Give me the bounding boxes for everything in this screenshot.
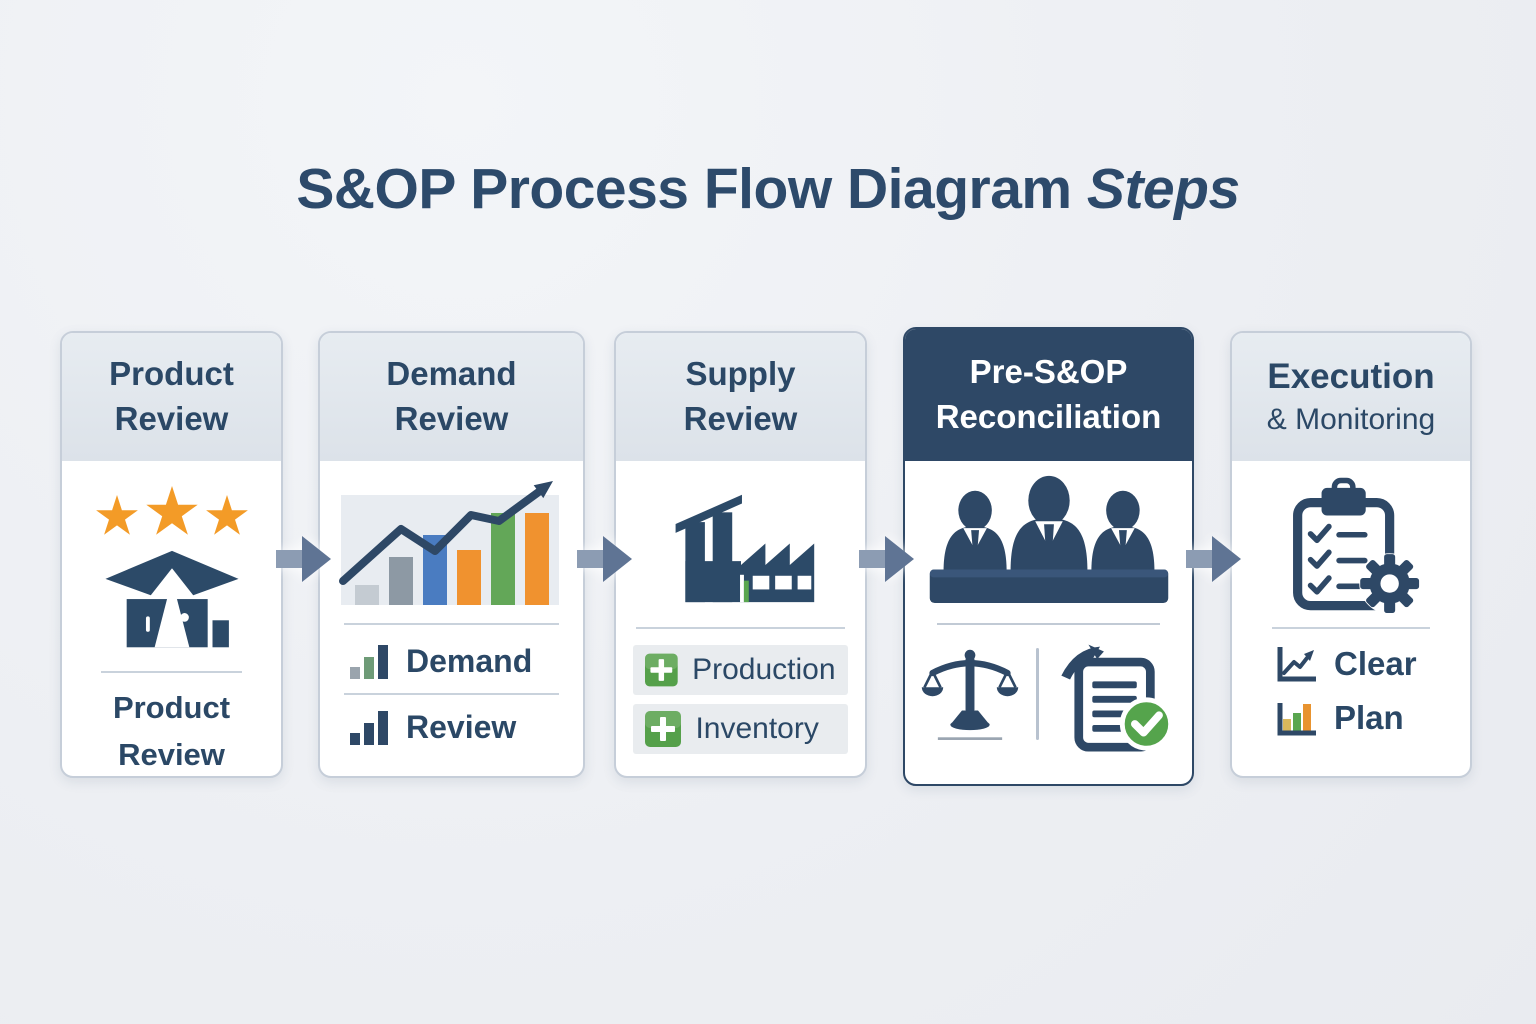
row-label: Review <box>406 708 517 745</box>
flow-arrow-icon <box>577 536 632 582</box>
review-row: Review <box>348 707 516 747</box>
mini-bar-chart-navy-icon <box>350 711 388 745</box>
approved-document-icon <box>1061 644 1174 752</box>
flow-arrow-icon <box>276 536 331 582</box>
three-stars-icon <box>95 486 248 535</box>
header-line: Execution <box>1267 356 1435 396</box>
row-label: Plan <box>1334 699 1404 736</box>
row-label: Inventory <box>695 712 819 745</box>
header-line: & Monitoring <box>1266 403 1436 437</box>
clipboard-gear-icon <box>1293 477 1420 613</box>
green-plus-icon <box>645 711 682 747</box>
card-header: Product Review <box>62 333 281 461</box>
card-body: Demand Review <box>320 461 583 776</box>
row-label: Clear <box>1334 645 1417 682</box>
divider <box>343 693 560 695</box>
card-header: Supply Review <box>616 333 865 461</box>
footer-line: Product <box>112 690 231 725</box>
divider <box>936 623 1161 625</box>
divider <box>1272 627 1430 629</box>
card-body <box>905 461 1192 784</box>
divider <box>343 623 560 625</box>
step-card-execution-monitoring: Execution & Monitoring <box>1230 331 1472 778</box>
plan-row: Plan <box>1274 697 1404 739</box>
step-card-pre-sop-reconciliation: Pre-S&OP Reconciliation <box>903 327 1194 786</box>
flow-arrow-icon <box>859 536 914 582</box>
step-card-demand-review: Demand Review Demand <box>318 331 585 778</box>
card-footer-label: Product Review <box>113 685 230 778</box>
trend-bar-chart-icon <box>338 481 559 605</box>
balance-scales-icon <box>921 649 1019 740</box>
row-label: Production <box>692 653 836 686</box>
page-title: S&OP Process Flow Diagram Steps <box>0 156 1536 222</box>
factory-icon <box>675 494 814 603</box>
card-body: Production Inventory <box>616 461 865 776</box>
header-line: Review <box>683 400 798 437</box>
header-line: Supply <box>685 355 796 393</box>
step-card-product-review: Product Review Product Review <box>60 331 283 778</box>
header-line: Review <box>394 400 509 437</box>
inventory-row: Inventory <box>633 704 848 754</box>
card-header: Execution & Monitoring <box>1232 333 1470 461</box>
page-title-main: S&OP Process Flow Diagram <box>296 157 1087 221</box>
card-body: Product Review <box>62 461 281 778</box>
clear-row: Clear <box>1274 643 1417 685</box>
header-line: Product <box>109 355 234 393</box>
card-body: Clear Plan <box>1232 461 1470 776</box>
bar-chart-icon <box>1277 703 1316 736</box>
step-card-supply-review: Supply Review Production <box>614 331 867 778</box>
production-row: Production <box>633 645 848 695</box>
reconciliation-icons-row <box>920 635 1177 753</box>
row-label: Demand <box>406 642 533 679</box>
header-line: Demand <box>386 355 517 393</box>
gear-icon <box>1359 553 1420 613</box>
green-plus-icon <box>645 653 679 687</box>
meeting-people-icon <box>929 475 1168 604</box>
divider <box>635 627 846 629</box>
footer-line: Review <box>118 736 225 772</box>
mini-bar-chart-mixed-icon <box>350 645 388 679</box>
vertical-divider <box>1036 648 1039 740</box>
card-header: Demand Review <box>320 333 583 461</box>
header-line: Review <box>114 400 229 437</box>
header-line: Reconciliation <box>935 398 1162 435</box>
demand-row: Demand <box>348 641 532 681</box>
open-box-icon <box>104 550 239 648</box>
flow-arrow-icon <box>1186 536 1241 582</box>
page-title-emphasis: Steps <box>1086 157 1240 221</box>
card-header: Pre-S&OP Reconciliation <box>905 329 1192 461</box>
line-chart-icon <box>1277 647 1316 682</box>
header-line: Pre-S&OP <box>969 353 1128 391</box>
divider <box>101 671 242 673</box>
